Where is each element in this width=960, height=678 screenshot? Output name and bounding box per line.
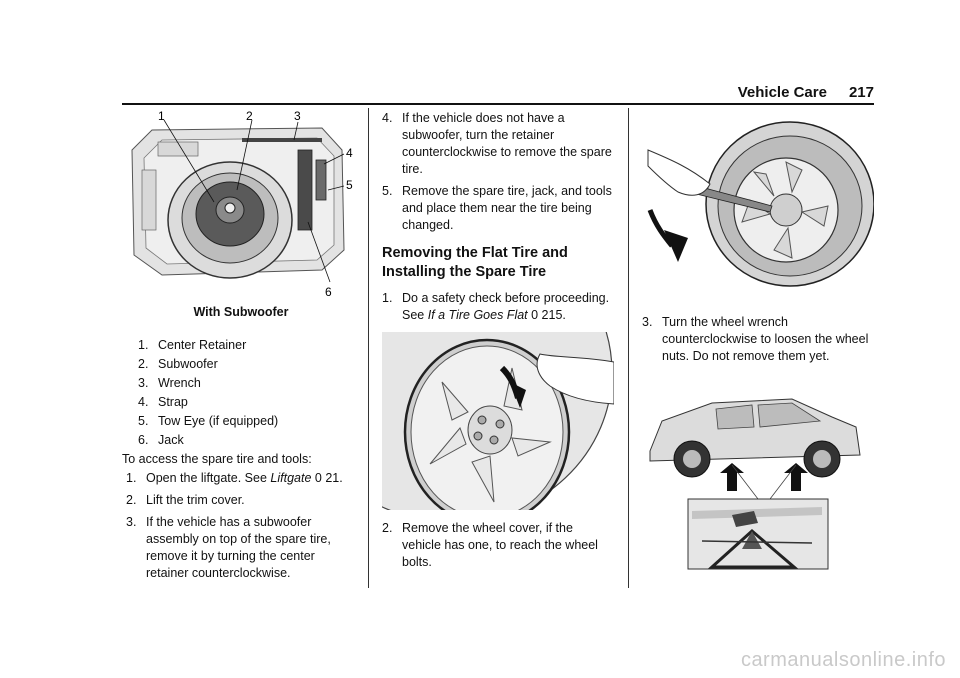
access-steps: 1.Open the liftgate. See Liftgate 0 21. … <box>122 470 360 582</box>
wheel-cover-figure <box>382 332 614 510</box>
liftgate-link[interactable]: Liftgate <box>270 471 312 485</box>
page-number: 217 <box>848 84 874 101</box>
list-item: 1.Open the liftgate. See Liftgate 0 21. <box>126 471 343 485</box>
list-item: 3.If the vehicle has a subwoofer assembl… <box>126 515 331 580</box>
list-item: 2.Remove the wheel cover, if the vehicle… <box>382 521 598 569</box>
callout-5: 5 <box>346 178 353 192</box>
column-1: 1 2 3 4 5 6 With Subwoofer 1.Center Reta… <box>122 110 360 587</box>
list-item: 4.If the vehicle does not have a subwoof… <box>382 111 612 176</box>
removing-steps-step3: 3.Turn the wheel wrench counterclockwise… <box>642 314 874 365</box>
access-steps-continued: 4.If the vehicle does not have a subwoof… <box>382 110 614 234</box>
figure-caption: With Subwoofer <box>193 305 289 319</box>
list-item: 2.Lift the trim cover. <box>126 493 245 507</box>
list-item: 4.Strap <box>138 395 188 409</box>
parts-list: 1.Center Retainer 2.Subwoofer 3.Wrench 4… <box>122 337 360 449</box>
callout-3: 3 <box>294 110 301 123</box>
jack-points-illustration <box>649 398 861 570</box>
spare-tire-storage-illustration: 1 2 3 4 5 6 <box>131 110 353 299</box>
section-title: Vehicle Care <box>737 84 827 101</box>
tire-flat-link[interactable]: If a Tire Goes Flat <box>427 308 528 322</box>
page-header: Vehicle Care 217 <box>738 84 874 101</box>
list-item: 5.Remove the spare tire, jack, and tools… <box>382 184 612 232</box>
list-item: 5.Tow Eye (if equipped) <box>138 414 279 428</box>
spare-tire-storage-figure: 1 2 3 4 5 6 With Subwoofer <box>122 110 360 321</box>
header-rule <box>122 103 874 105</box>
wheel-cover-illustration <box>382 332 614 510</box>
watermark-text: carmanualsonline.info <box>740 649 946 671</box>
jack-points-figure <box>642 381 874 571</box>
column-divider-1 <box>368 108 369 588</box>
list-item: 1.Center Retainer <box>138 338 247 352</box>
callout-2: 2 <box>246 110 253 123</box>
column-2: 4.If the vehicle does not have a subwoof… <box>382 110 614 576</box>
column-divider-2 <box>628 108 629 588</box>
column-3: 3.Turn the wheel wrench counterclockwise… <box>642 110 874 571</box>
wheel-wrench-figure <box>642 110 874 290</box>
access-intro: To access the spare tire and tools: <box>122 452 312 466</box>
list-item: 1.Do a safety check before proceeding. S… <box>382 291 610 322</box>
callout-1: 1 <box>158 110 165 123</box>
list-item: 2.Subwoofer <box>138 357 218 371</box>
list-item: 3.Turn the wheel wrench counterclockwise… <box>642 315 869 363</box>
wheel-wrench-illustration <box>647 121 874 287</box>
removing-steps-continued: 2.Remove the wheel cover, if the vehicle… <box>382 520 614 571</box>
callout-6: 6 <box>325 285 332 299</box>
callout-4: 4 <box>346 146 353 160</box>
list-item: 6.Jack <box>138 433 184 447</box>
removing-steps: 1.Do a safety check before proceeding. S… <box>382 290 614 324</box>
list-item: 3.Wrench <box>138 376 201 390</box>
section-heading: Removing the Flat Tire and Installing th… <box>382 245 568 280</box>
